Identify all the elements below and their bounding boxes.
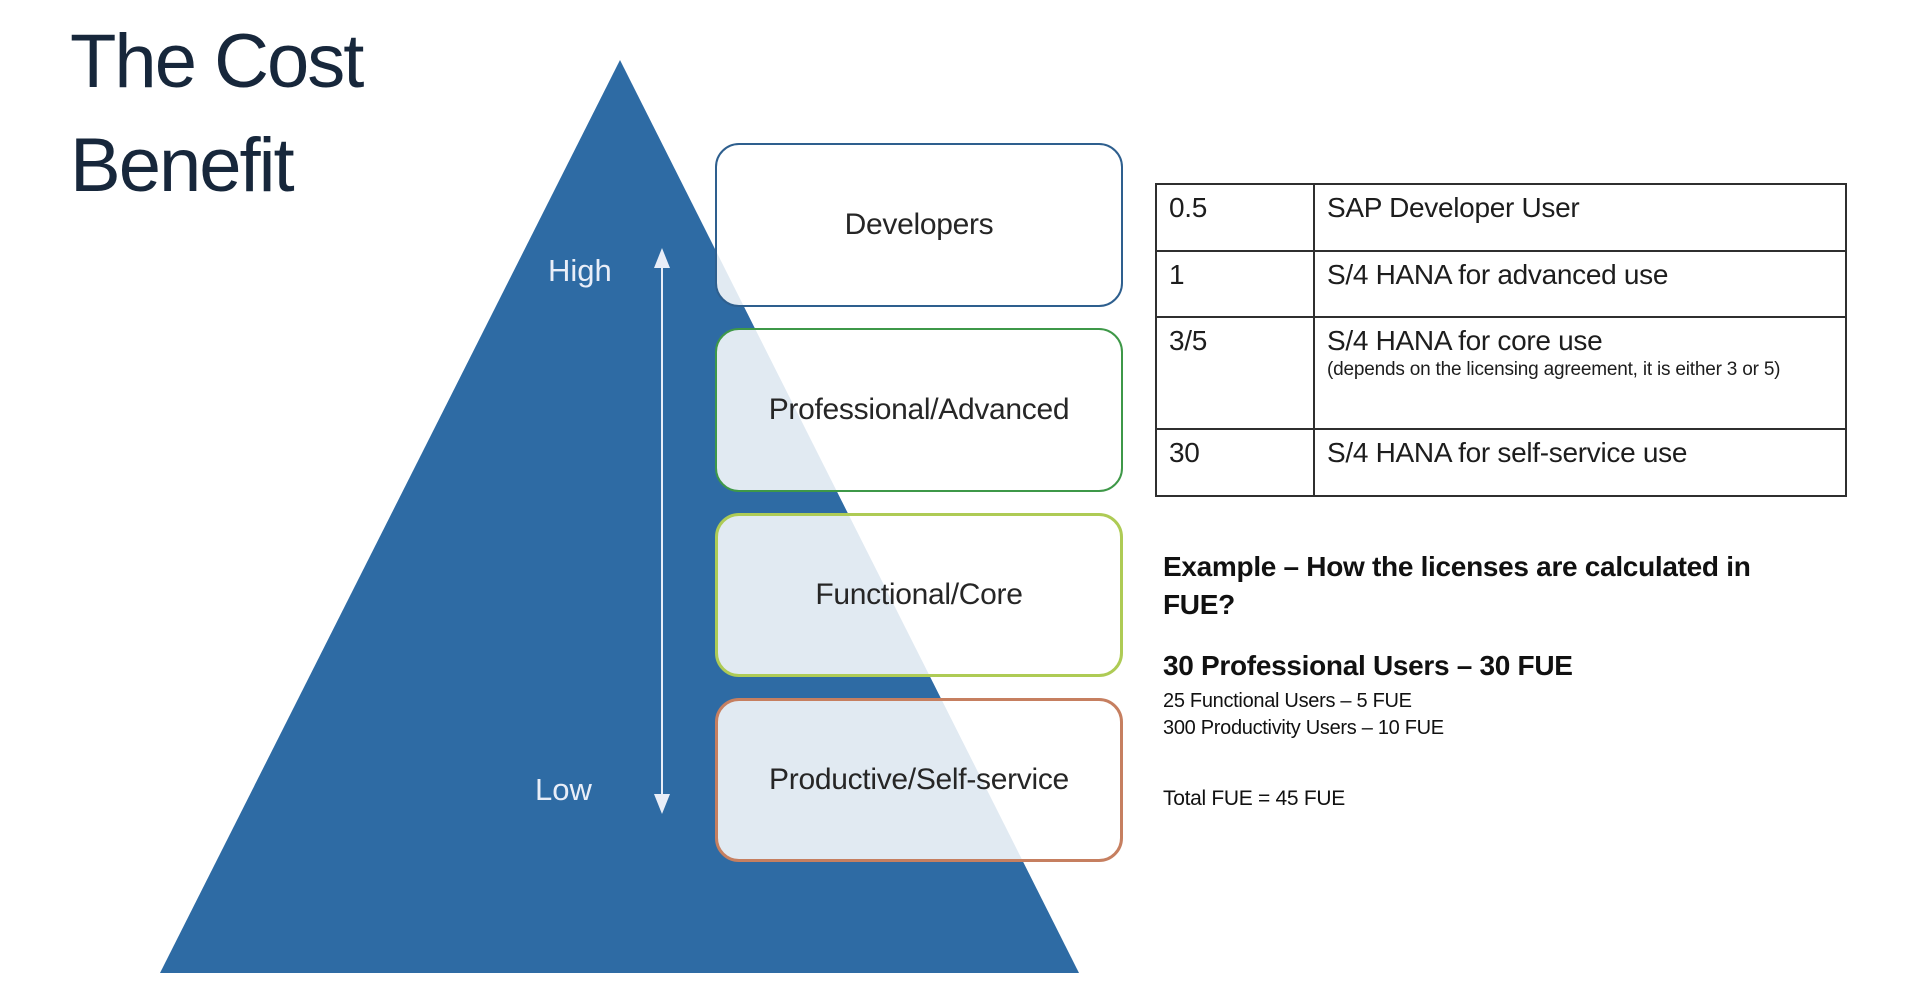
fue-desc-note: (depends on the licensing agreement, it …: [1327, 359, 1781, 380]
pyramid-level-professional-advanced: Professional/Advanced: [715, 328, 1123, 492]
fue-desc-cell: S/4 HANA for core use (depends on the li…: [1313, 316, 1847, 430]
arrowhead-down-icon: [654, 794, 670, 814]
page-title-line2: Benefit: [70, 123, 295, 208]
fue-desc-cell: SAP Developer User: [1313, 183, 1847, 252]
table-row: 3/5 S/4 HANA for core use (depends on th…: [1155, 316, 1847, 430]
table-row: 0.5 SAP Developer User: [1155, 183, 1847, 252]
example-productivity-line: 300 Productivity Users – 10 FUE: [1163, 717, 1444, 739]
pyramid-level-functional-core: Functional/Core: [715, 513, 1123, 677]
arrowhead-up-icon: [654, 248, 670, 268]
fue-desc-cell: S/4 HANA for advanced use: [1313, 250, 1847, 318]
example-total-line: Total FUE = 45 FUE: [1163, 787, 1345, 810]
fue-desc-text: S/4 HANA for advanced use: [1327, 259, 1669, 290]
fue-value-cell: 1: [1155, 250, 1315, 318]
pyramid-level-developers: Developers: [715, 143, 1123, 307]
fue-desc-text: SAP Developer User: [1327, 192, 1580, 223]
fue-desc-cell: S/4 HANA for self-service use: [1313, 428, 1847, 497]
fue-value-cell: 3/5: [1155, 316, 1315, 430]
pyramid-level-label: Functional/Core: [815, 578, 1023, 611]
page-title: The Cost Benefit: [70, 10, 530, 218]
fue-ratio-table: 0.5 SAP Developer User 1 S/4 HANA for ad…: [1155, 183, 1847, 497]
pyramid-level-label: Productive/Self-service: [769, 763, 1069, 796]
cost-axis-arrow: [654, 248, 670, 814]
fue-desc-text: S/4 HANA for core use: [1327, 325, 1603, 356]
example-professional-line: 30 Professional Users – 30 FUE: [1163, 650, 1573, 681]
fue-value-cell: 30: [1155, 428, 1315, 497]
example-heading: Example – How the licenses are calculate…: [1163, 551, 1751, 620]
axis-label-low: Low: [535, 772, 592, 807]
pyramid-level-label: Professional/Advanced: [768, 393, 1070, 426]
table-row: 30 S/4 HANA for self-service use: [1155, 428, 1847, 497]
page-title-line1: The Cost: [70, 19, 364, 104]
fue-value-cell: 0.5: [1155, 183, 1315, 252]
axis-label-high: High: [548, 253, 612, 288]
pyramid-level-label: Developers: [844, 208, 994, 241]
fue-desc-text: S/4 HANA for self-service use: [1327, 437, 1688, 468]
pyramid-level-productive-self-service: Productive/Self-service: [715, 698, 1123, 862]
table-row: 1 S/4 HANA for advanced use: [1155, 250, 1847, 318]
example-functional-line: 25 Functional Users – 5 FUE: [1163, 690, 1412, 712]
